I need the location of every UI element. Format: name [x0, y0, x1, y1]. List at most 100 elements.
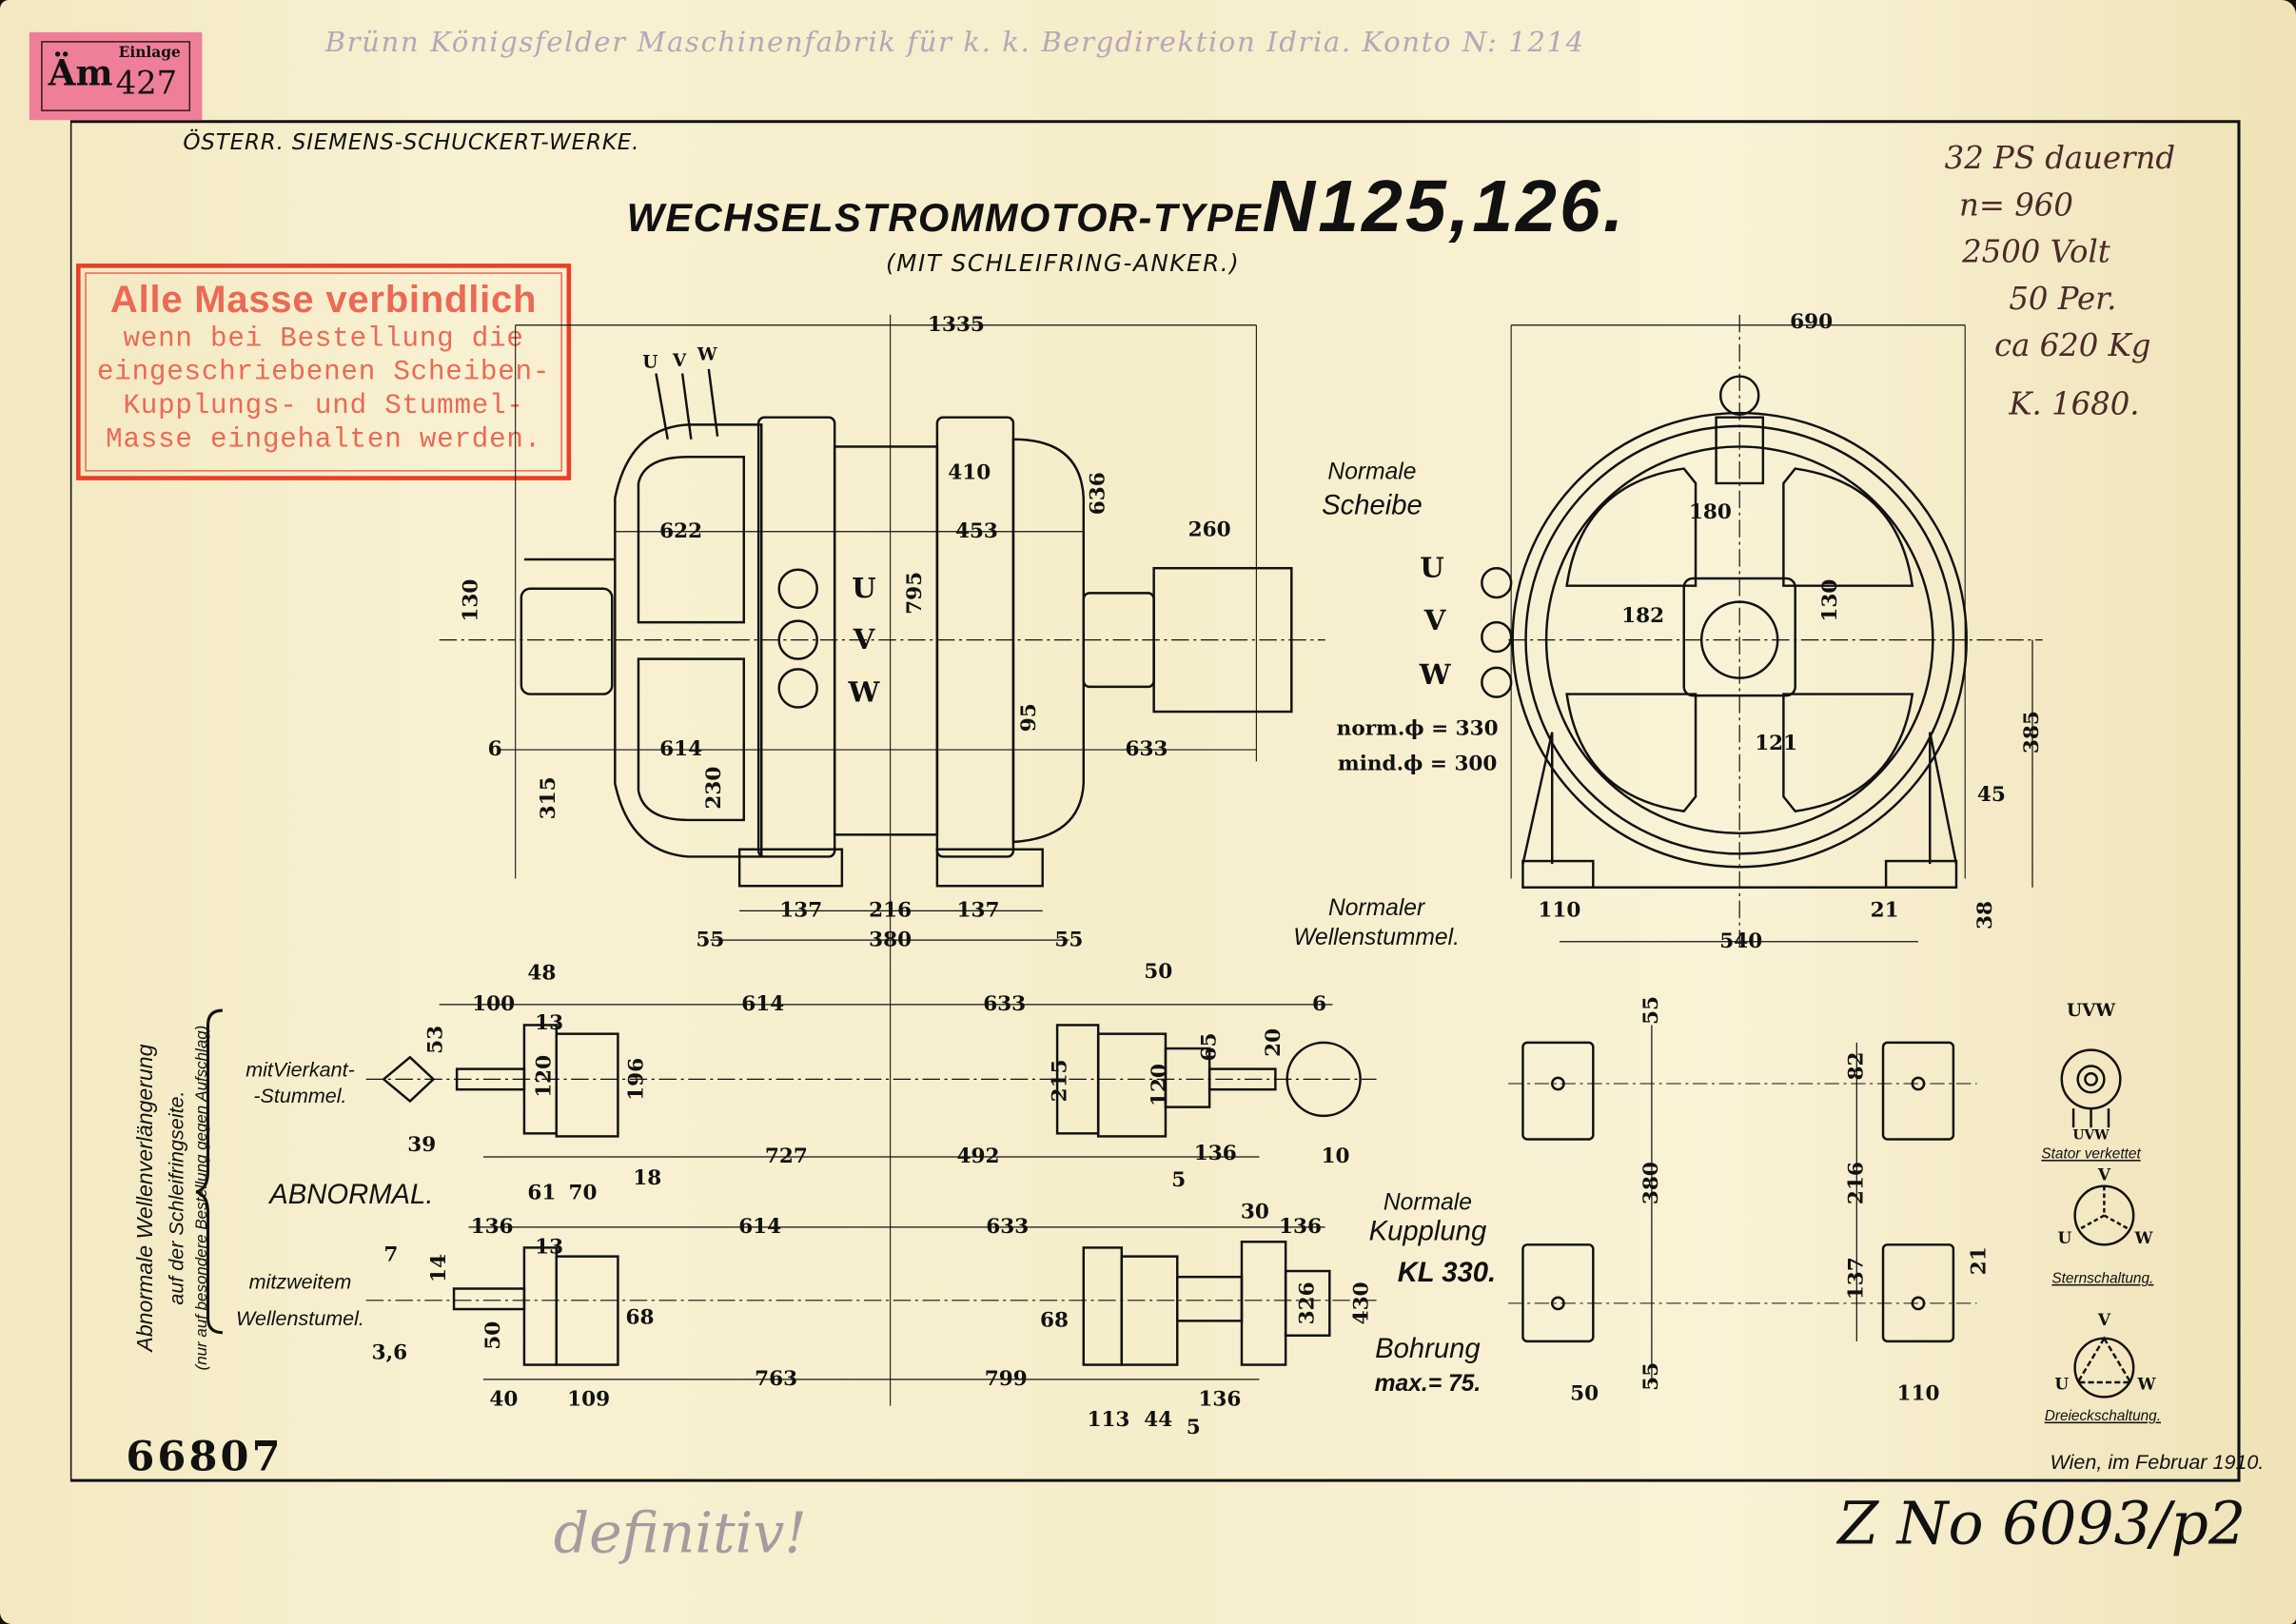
dimension-label: 215: [1048, 1059, 1072, 1103]
dimension-label: 182: [1621, 604, 1665, 629]
dimension-label: 109: [567, 1388, 611, 1412]
dimension-label: 216: [869, 899, 913, 923]
dimension-label: 68: [1040, 1309, 1070, 1333]
phase-w: W: [848, 676, 880, 709]
dimension-label: 68: [625, 1305, 655, 1330]
label-zweitem: Wellenstumel.: [236, 1305, 364, 1330]
dimension-label: 633: [983, 992, 1027, 1017]
dimension-label: 1335: [927, 313, 985, 338]
dimension-label: 636: [1086, 472, 1110, 516]
phase-w: W: [1419, 658, 1451, 692]
dimension-label: 13: [535, 1011, 564, 1036]
dimension-label: 3,6: [371, 1340, 408, 1365]
dimension-label: 120: [1148, 1064, 1172, 1107]
side-note: auf der Schleifringseite.: [164, 1090, 187, 1305]
company-name: ÖSTERR. SIEMENS-SCHUCKERT-WERKE.: [183, 128, 640, 156]
dimension-label: 110: [1896, 1382, 1940, 1406]
dimension-label: 39: [407, 1133, 437, 1157]
dimension-label: 38: [1973, 901, 1998, 929]
dimension-label: 230: [702, 766, 727, 810]
dimension-label: 50: [1570, 1382, 1599, 1406]
label-stator: Stator verkettet: [2041, 1146, 2141, 1164]
motor-side-view: [439, 314, 1325, 967]
dimension-label: 614: [738, 1215, 782, 1240]
dimension-label: 614: [741, 992, 785, 1017]
dimension-label: 136: [1193, 1142, 1237, 1166]
dimension-label: 130: [1818, 578, 1842, 622]
sticker-number: 427: [115, 66, 178, 103]
handwritten-specs: 32 PS dauernd n= 960 2500 Volt 50 Per. c…: [1945, 135, 2175, 428]
label-uvw: UVW: [2066, 1000, 2116, 1021]
dimension-label: 45: [1976, 783, 2006, 808]
dimension-label: 13: [535, 1236, 564, 1260]
drawing-frame: [69, 120, 2241, 1482]
label-uvw: UVW: [2072, 1128, 2110, 1145]
label-stern: Sternschaltung.: [2051, 1271, 2154, 1287]
dimension-label: 260: [1187, 518, 1231, 542]
spec-price: K. 1680.: [2009, 386, 2140, 422]
dimension-label: 70: [568, 1182, 598, 1205]
dimension-label: 633: [1125, 737, 1168, 762]
dimension-label: 430: [1349, 1282, 1374, 1325]
phase-u: U: [2054, 1375, 2070, 1395]
handwritten-definitiv: definitiv!: [553, 1500, 807, 1566]
dimension-label: 40: [489, 1388, 519, 1412]
dimension-label: 799: [984, 1367, 1028, 1392]
dimension-label: 55: [1639, 1361, 1664, 1391]
label-bohrung-max: max.= 75.: [1374, 1372, 1482, 1398]
label-kl330: KL 330.: [1397, 1258, 1497, 1289]
dimension-label: 55: [696, 928, 725, 952]
dimension-label: 6: [1312, 992, 1327, 1017]
dimension-label: 137: [956, 899, 1000, 923]
label-normale-kupplung: Kupplung: [1368, 1217, 1487, 1248]
dimension-label: 136: [1198, 1388, 1242, 1412]
dimension-label: 410: [948, 460, 991, 485]
dimension-label: 763: [755, 1367, 798, 1392]
motor-front-view: [1481, 314, 2043, 952]
dimension-label: 10: [1321, 1145, 1350, 1169]
label-mind-phi: mind.ϕ = 300: [1337, 753, 1498, 776]
dimension-label: 21: [1870, 899, 1899, 923]
dimension-label: 315: [537, 776, 561, 820]
dimension-label: 120: [533, 1054, 557, 1098]
dimension-label: 614: [659, 737, 703, 762]
drawing-title: WECHSELSTROMMOTOR-TYPEN125,126.: [627, 164, 1627, 248]
handwritten-reference: Z No 6093/p2: [1837, 1490, 2247, 1558]
label-norm-phi: norm.ϕ = 330: [1336, 717, 1499, 741]
dimension-label: 326: [1295, 1282, 1320, 1325]
sticker-prefix: Äm: [48, 50, 113, 94]
red-stamp: Alle Masse verbindlich wenn bei Bestellu…: [76, 264, 572, 480]
drawing-subtitle: (MIT SCHLEIFRING-ANKER.): [886, 248, 1241, 277]
dimension-label: 5: [1186, 1416, 1201, 1440]
dimension-label: 55: [1054, 928, 1084, 952]
stamp-line: Kupplungs- und Stummel-: [123, 389, 524, 422]
dimension-label: 55: [1639, 996, 1664, 1026]
spec-speed: n= 960: [1959, 187, 2073, 223]
phase-v: V: [853, 623, 875, 656]
dimension-label: 136: [470, 1215, 514, 1240]
label-normale-kupplung: Normale: [1383, 1190, 1472, 1216]
phase-v: V: [2097, 1310, 2110, 1330]
dimension-label: 50: [1144, 960, 1173, 985]
side-note: (nur auf besondere Bestellung gegen Aufs…: [193, 1025, 211, 1371]
stamp-line: Alle Masse verbindlich: [109, 276, 538, 322]
dimension-label: 216: [1845, 1162, 1869, 1205]
spec-frequency: 50 Per.: [2009, 281, 2117, 317]
dimension-label: 65: [1197, 1032, 1222, 1062]
dimension-label: 136: [1279, 1215, 1323, 1240]
dimension-label: 7: [383, 1242, 399, 1267]
dimension-label: 196: [625, 1057, 649, 1101]
stamp-line: wenn bei Bestellung die: [123, 322, 524, 355]
phase-u: U: [852, 572, 876, 605]
dimension-label: 137: [1845, 1257, 1869, 1301]
dimension-label: 690: [1790, 310, 1834, 334]
einlage-sticker: Äm Einlage 427: [29, 31, 203, 121]
dimension-label: 622: [659, 519, 703, 544]
label-zweitem: mitzweitem: [248, 1269, 352, 1294]
dimension-label: 130: [460, 578, 483, 622]
dimension-label: 82: [1845, 1051, 1869, 1081]
label-bohrung: Bohrung: [1375, 1334, 1481, 1365]
place-date: Wien, im Februar 1910.: [2050, 1449, 2265, 1474]
title-prefix: WECHSELSTROMMOTOR-TYPE: [626, 196, 1263, 241]
